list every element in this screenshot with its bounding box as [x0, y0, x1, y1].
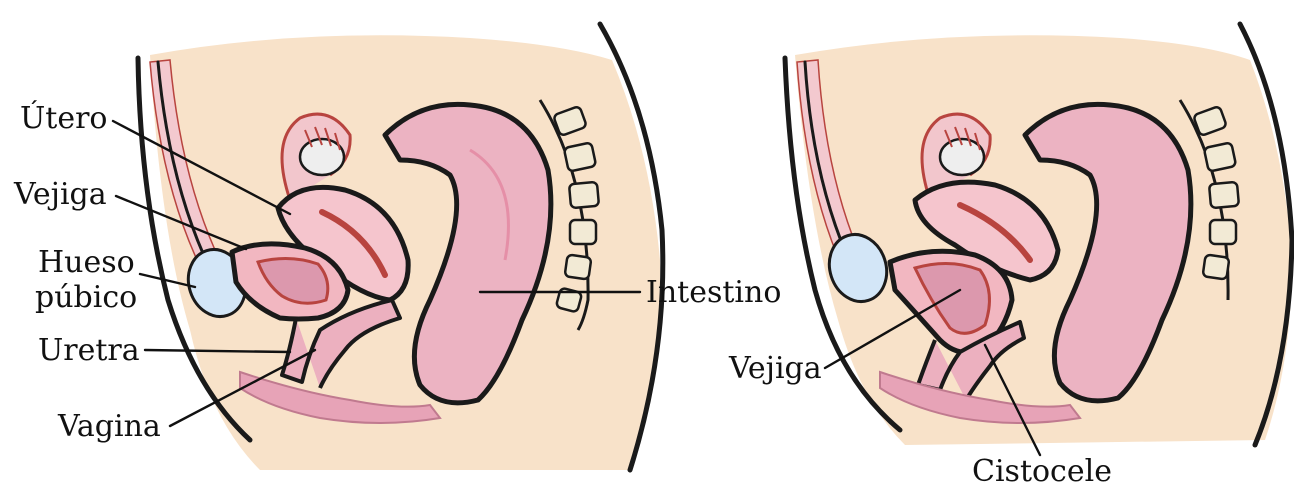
label-vejiga-right: Vejiga [728, 351, 822, 386]
normal-pelvis-illustration: Útero Vejiga Hueso púbico Uretra Vagina … [13, 24, 781, 470]
label-cistocele: Cistocele [972, 454, 1112, 489]
label-intestino: Intestino [646, 275, 781, 310]
label-uretra: Uretra [38, 333, 140, 368]
label-vejiga: Vejiga [13, 177, 107, 212]
label-utero: Útero [20, 100, 108, 136]
label-hueso-line2: púbico [35, 280, 137, 315]
label-vagina: Vagina [57, 409, 161, 444]
label-hueso-line1: Hueso [38, 245, 135, 280]
cystocele-pelvis-illustration: Vejiga Cistocele [728, 24, 1292, 489]
